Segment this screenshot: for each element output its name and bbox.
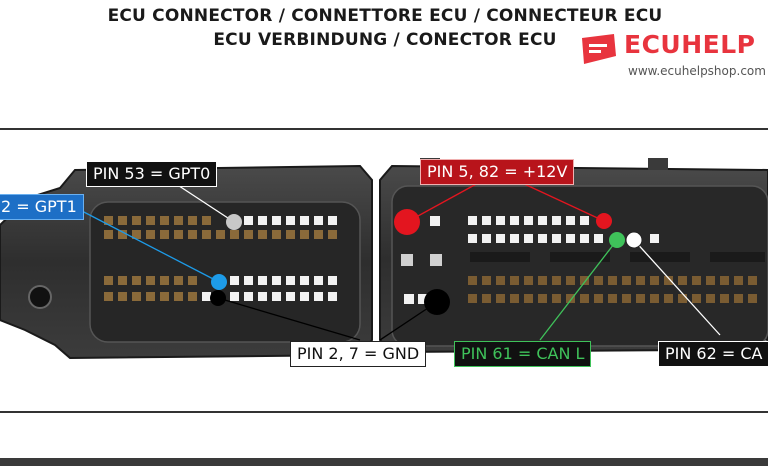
canl-line xyxy=(539,239,618,341)
ecu-connector-diagram xyxy=(0,158,768,360)
logo-url-text: www.ecuhelpshop.com xyxy=(628,64,766,78)
logo-brand-text: ECUHELP xyxy=(624,30,756,59)
heading-line-1: ECU CONNECTOR / CONNETTORE ECU / CONNECT… xyxy=(107,6,663,26)
right-mid-slots xyxy=(470,252,765,262)
pin-62-marker xyxy=(625,231,643,249)
label-power: PIN 5, 82 = +12V xyxy=(420,159,575,185)
left-upper-pins xyxy=(244,216,337,225)
power-line-right xyxy=(519,181,605,222)
heading-line-2: ECU VERBINDUNG / CONECTOR ECU xyxy=(213,30,557,50)
frame-top-line xyxy=(0,128,768,130)
ecuhelp-logo: ECUHELP www.ecuhelpshop.com xyxy=(574,22,768,82)
left-upper-pins-dark xyxy=(104,216,337,239)
left-lower-pins-dark xyxy=(104,276,197,301)
pin-5-marker xyxy=(394,209,420,235)
right-lower-pins-dark xyxy=(468,276,757,303)
gpt1-line xyxy=(79,209,220,283)
pin-gpt1-marker xyxy=(211,274,227,290)
pin-82-marker xyxy=(596,213,612,229)
label-can-h: PIN 62 = CA xyxy=(658,341,768,367)
label-gnd: PIN 2, 7 = GND xyxy=(290,341,427,367)
right-small-pins xyxy=(404,216,440,304)
pin-53-marker xyxy=(226,214,242,230)
left-mount-hole xyxy=(28,285,52,309)
frame-bottom-line xyxy=(0,411,768,413)
left-lower-pins xyxy=(202,276,337,301)
right-upper-pins xyxy=(468,216,659,243)
label-gpt1: 2 = GPT1 xyxy=(0,194,84,220)
gnd-line-left xyxy=(217,297,361,341)
right-power-terminals xyxy=(401,254,442,266)
pin-gnd-marker-right xyxy=(424,289,450,315)
label-gpt0: PIN 53 = GPT0 xyxy=(86,161,218,187)
label-can-l: PIN 61 = CAN L xyxy=(454,341,592,367)
pin-gnd-marker-left xyxy=(210,290,226,306)
canh-line xyxy=(633,239,721,336)
power-line-left xyxy=(406,181,481,223)
right-connector-tab xyxy=(648,158,668,170)
pin-61-marker xyxy=(609,232,625,248)
ecuhelp-logo-icon xyxy=(582,34,616,64)
gpt0-line xyxy=(169,179,235,223)
callout-lines xyxy=(79,179,721,341)
footer-bar xyxy=(0,458,768,466)
